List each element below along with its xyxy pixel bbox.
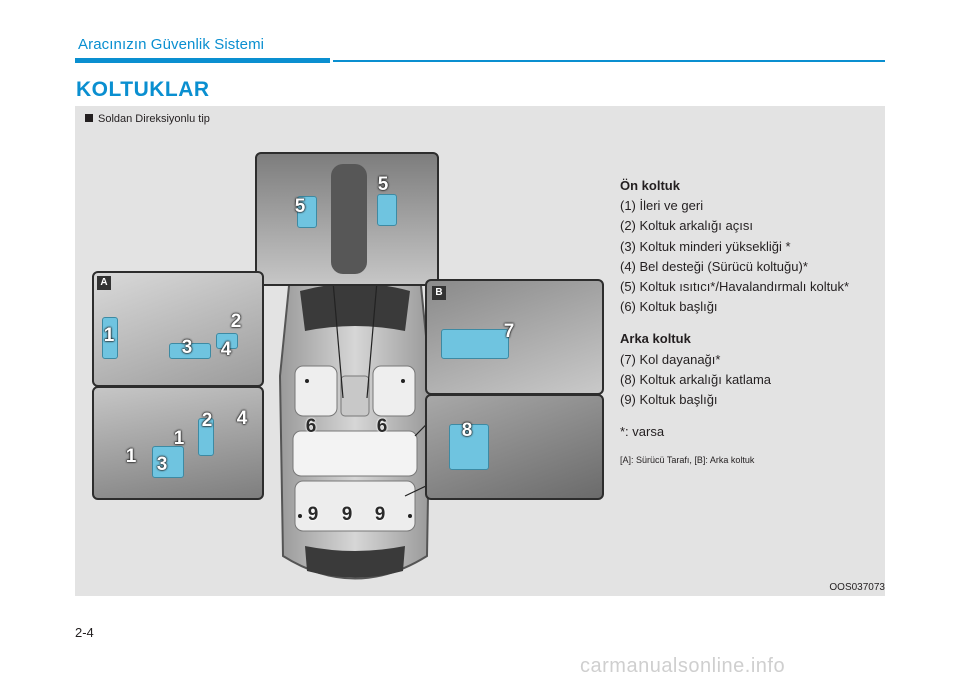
callout-9-center: 9 [341,504,353,525]
rear-seat-title: Arka koltuk [620,331,691,347]
rear-item-8: (8) Koltuk arkalığı katlama [620,371,772,387]
console-photo: 5 5 [255,152,439,286]
watermark: carmanualsonline.info [580,655,786,677]
figure-caption: Soldan Direksiyonlu tip [85,113,210,125]
callout-4: 4 [220,339,232,360]
callout-5-right: 5 [377,174,389,195]
recline-switch [198,418,214,456]
header-rule-thick [75,58,330,63]
callout-2: 2 [230,311,242,332]
car-top-view-illustration [278,256,445,580]
front-item-1: (1) İleri ve geri [620,198,704,214]
rear-seat-fold-photo: 8 [425,394,604,500]
callout-6-right: 6 [376,416,388,437]
badge-a: A [97,276,111,290]
square-bullet-icon [85,114,93,122]
page-number: 2-4 [75,625,94,640]
legend-footnote: [A]: Sürücü Tarafı, [B]: Arka koltuk [620,455,755,466]
badge-b: B [432,286,446,300]
callout-side-3: 3 [156,454,168,475]
page-heading: KOLTUKLAR [76,78,210,101]
seat-side-controls-photo: 1 1 2 3 4 [92,386,264,500]
front-seat-title: Ön koltuk [620,178,680,193]
front-item-3: (3) Koltuk minderi yüksekliği * [620,238,791,254]
seat-heater-button-left [297,196,317,228]
callout-7: 7 [503,321,515,342]
callout-6-left: 6 [305,416,317,437]
callout-side-2: 2 [201,410,213,431]
rear-item-9: (9) Koltuk başlığı [620,392,718,408]
callout-5-left: 5 [294,196,306,217]
figure-caption-text: Soldan Direksiyonlu tip [98,113,210,125]
callout-9-left: 9 [307,504,319,525]
front-item-4: (4) Bel desteği (Sürücü koltuğu)* [620,258,808,274]
callout-9-right: 9 [374,504,386,525]
front-item-6: (6) Koltuk başlığı [620,299,718,315]
callout-side-4: 4 [236,408,248,429]
section-title: Aracınızın Güvenlik Sistemi [78,36,265,53]
optional-note: *: varsa [620,424,665,440]
lumbar-switch [152,446,184,478]
recline-lever [216,333,238,349]
callout-8: 8 [461,420,473,441]
seat-heater-button-right [377,194,397,226]
front-item-5: (5) Koltuk ısıtıcı*/Havalandırmalı koltu… [620,279,850,295]
fold-lever-highlight [449,424,489,470]
callout-3: 3 [181,337,193,358]
height-lever [169,343,211,359]
callout-side-1a: 1 [125,446,137,467]
callout-1: 1 [103,325,115,346]
seat-slide-lever [102,317,118,359]
header-rule-thin [333,60,885,62]
front-item-2: (2) Koltuk arkalığı açısı [620,218,753,234]
legend: Ön koltuk (1) İleri ve geri (2) Koltuk a… [620,176,880,466]
rear-item-7: (7) Kol dayanağı* [620,351,721,367]
armrest-highlight [441,329,509,359]
driver-seat-photo: A 1 2 3 4 [92,271,264,387]
rear-armrest-photo: B 7 [425,279,604,395]
figure-code: OOS037073 [829,582,885,593]
seat-figure: Soldan Direksiyonlu tip 6 6 9 9 9 5 5 [75,106,885,596]
callout-side-1b: 1 [173,428,185,449]
